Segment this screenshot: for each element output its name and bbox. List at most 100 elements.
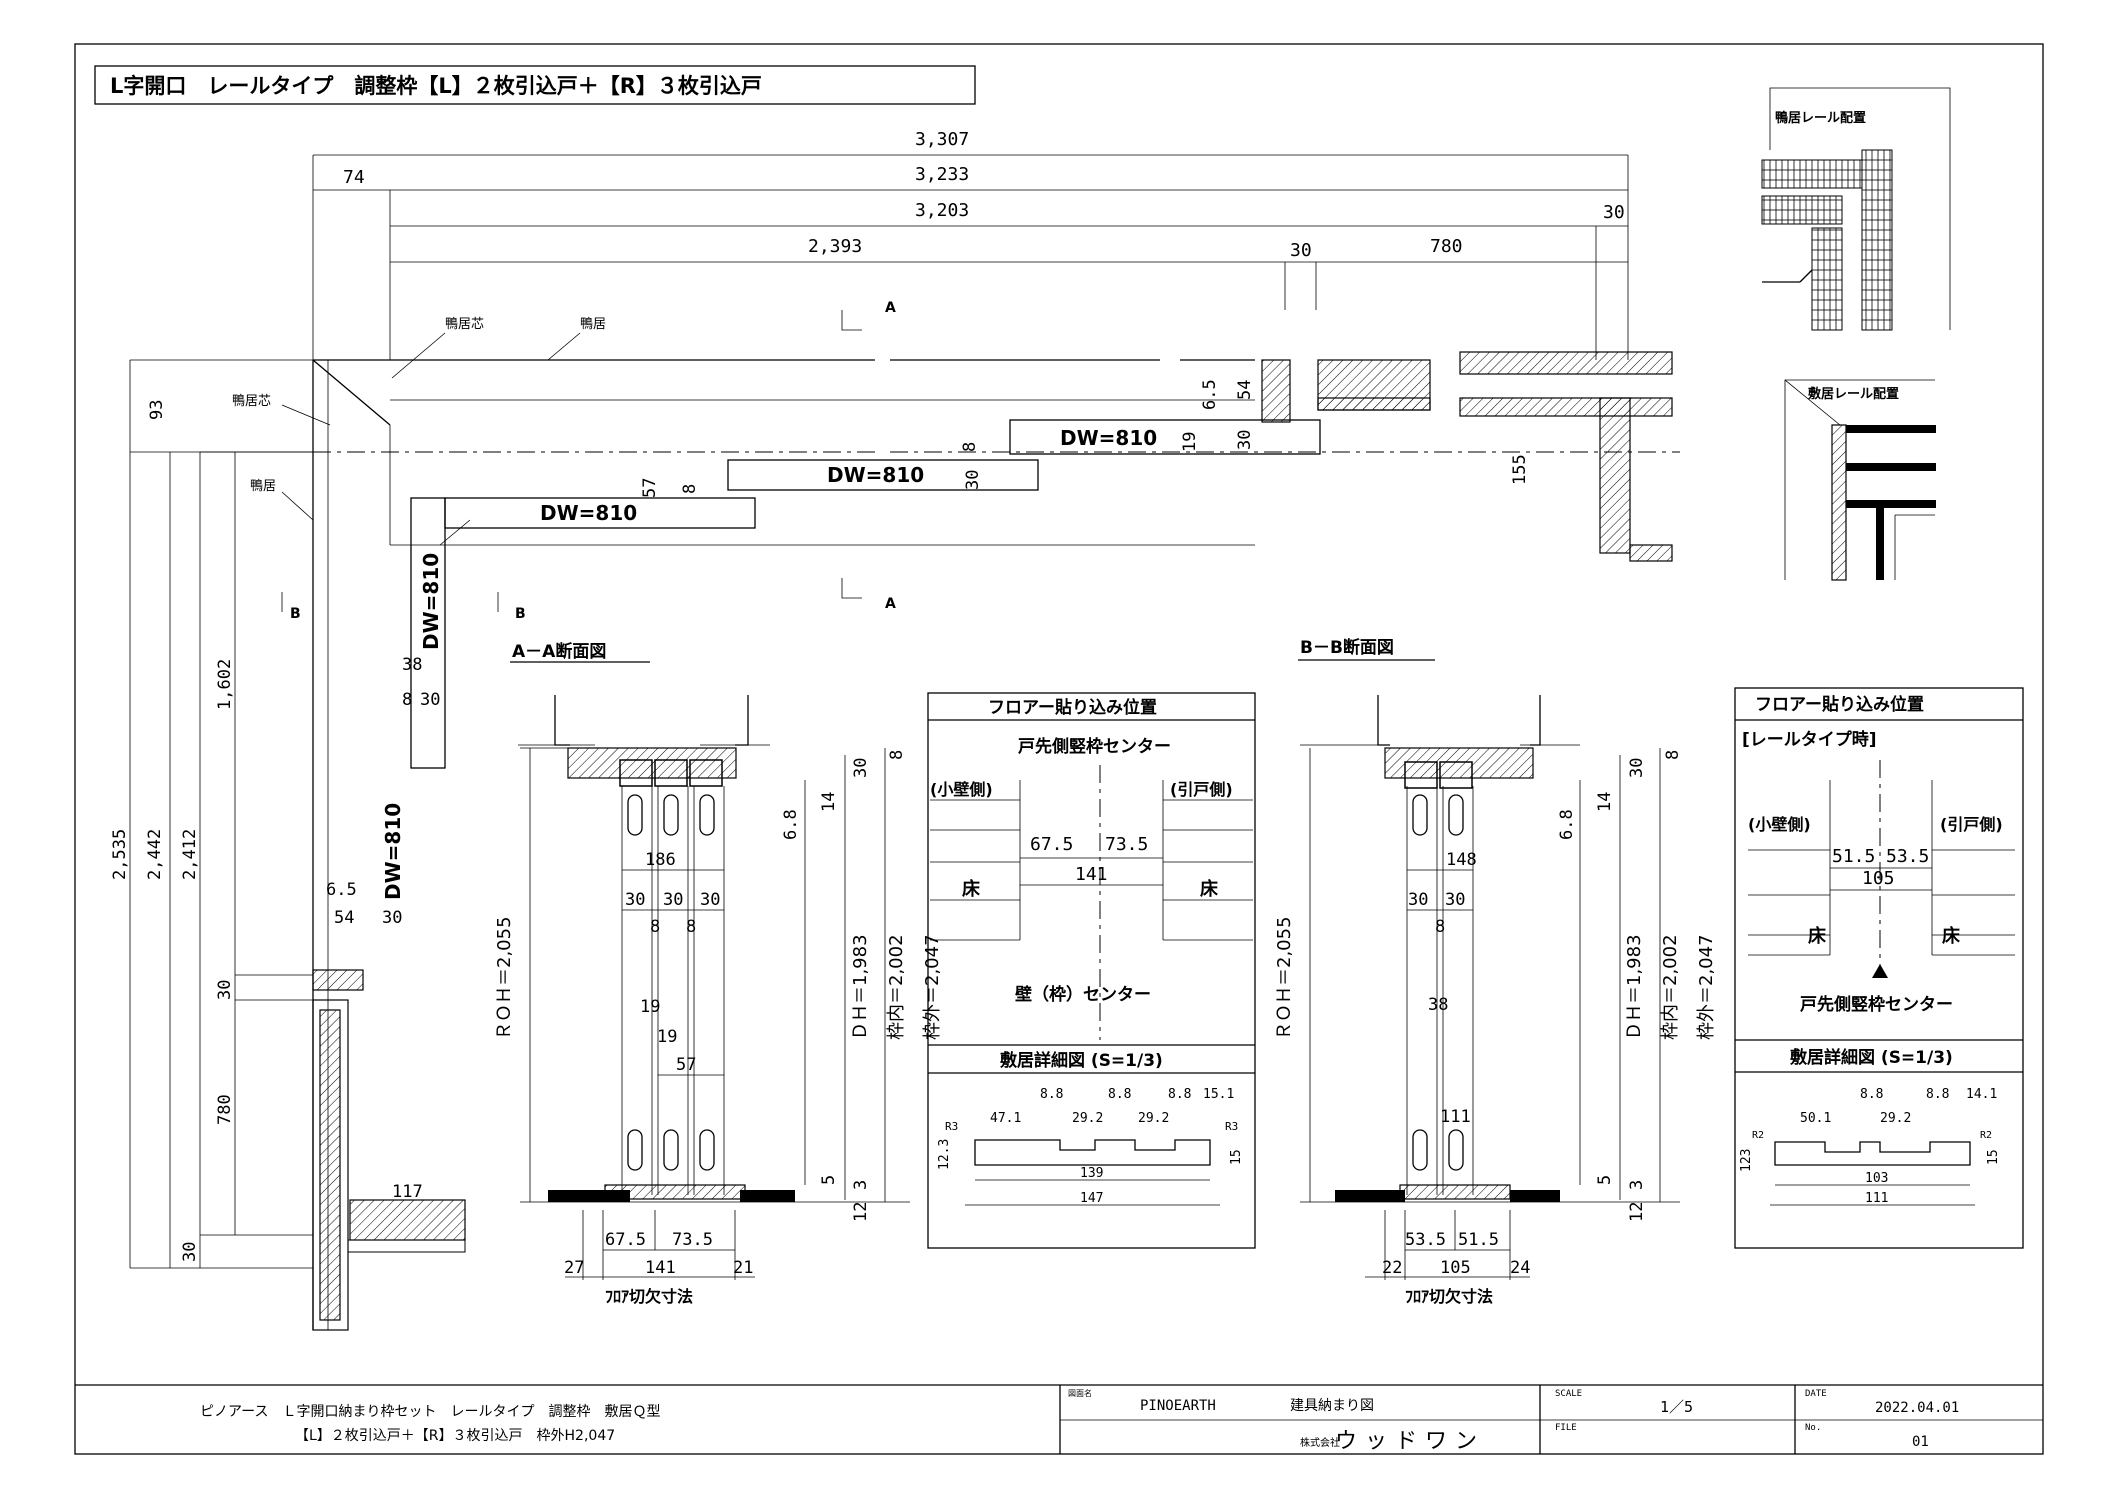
bb-dim-30-1: 30 — [1408, 890, 1428, 910]
bb-dim-3: 3 — [1627, 1180, 1647, 1190]
fa-floor-r: 床 — [1200, 878, 1219, 900]
fb-dd-r2b: R2 — [1980, 1130, 1992, 1141]
aa-dim-8-2: 8 — [686, 917, 696, 937]
aa-floor-67-5: 67.5 — [605, 1230, 646, 1250]
dim-30-f: 30 — [382, 908, 402, 928]
fb-total: 105 — [1862, 868, 1895, 889]
aa-dim-19-2: 19 — [657, 1027, 677, 1047]
bb-dim-30-v: 30 — [1627, 758, 1647, 778]
section-aa-title: A－A断面図 — [512, 641, 606, 662]
title-block: ピノアース Ｌ字開口納まり枠セット レールタイプ 調整枠 敷居Ｑ型 【L】２枚引… — [75, 1384, 2043, 1454]
dim-54-b: 54 — [334, 908, 354, 928]
fa-dd-3: 8.8 — [1168, 1087, 1191, 1102]
aa-waku-out: 枠外＝2,047 — [922, 934, 943, 1040]
dw-label-1: DW=810 — [1060, 426, 1157, 450]
section-b-right: B — [515, 606, 526, 622]
dim-30-a: 30 — [1290, 240, 1312, 261]
fa-d2: 73.5 — [1105, 834, 1148, 855]
aa-floor-73-5: 73.5 — [672, 1230, 713, 1250]
label-kamoi-shin-left: 鴨居芯 — [232, 394, 271, 409]
fb-right: (引戸側) — [1940, 815, 2003, 834]
fa-dd-r3a: R3 — [945, 1120, 958, 1133]
aa-dim-30-3: 30 — [700, 890, 720, 910]
fb-title: フロアー貼り込み位置 — [1755, 694, 1924, 715]
dim-30-h: 30 — [180, 1242, 200, 1262]
fb-dd-r2a: R2 — [1752, 1130, 1764, 1141]
fb-d1: 51.5 — [1832, 846, 1875, 867]
label-kamoi-top: 鴨居 — [580, 317, 606, 332]
tb-company: ウッドワン — [1335, 1429, 1485, 1454]
tb-line1: ピノアース Ｌ字開口納まり枠セット レールタイプ 調整枠 敷居Ｑ型 — [200, 1404, 660, 1420]
aa-roh: ＲＯＨ＝2,055 — [494, 916, 515, 1040]
tb-line2: 【L】２枚引込戸＋【R】３枚引込戸 枠外H2,047 — [295, 1428, 615, 1444]
aa-dim-19-1: 19 — [640, 997, 660, 1017]
tb-no: 01 — [1912, 1434, 1929, 1450]
aa-dim-6-8: 6.8 — [781, 809, 801, 840]
bb-dim-38: 38 — [1428, 995, 1448, 1015]
bb-waku-out: 枠外＝2,047 — [1696, 934, 1717, 1040]
tb-file-label: FILE — [1555, 1423, 1577, 1433]
dim-30-g: 30 — [215, 980, 235, 1000]
inset-kamoi-rail: 鴨居レール配置 — [1761, 87, 1951, 331]
dim-74: 74 — [343, 167, 365, 188]
aa-dim-186: 186 — [645, 850, 676, 870]
dim-2412: 2,412 — [180, 829, 200, 880]
aa-floor-27: 27 — [564, 1258, 584, 1278]
dim-117: 117 — [392, 1182, 423, 1202]
tb-date: 2022.04.01 — [1875, 1400, 1959, 1416]
fa-title: フロアー貼り込み位置 — [988, 697, 1157, 718]
floor-box-a: フロアー貼り込み位置 戸先側竪枠センター (小壁側) (引戸側) 67.5 73… — [927, 692, 1256, 1249]
fb-dd-1: 8.8 — [1860, 1087, 1883, 1102]
dim-3307: 3,307 — [915, 129, 969, 150]
fb-dd-123: 123 — [1739, 1149, 1754, 1172]
tb-date-label: DATE — [1805, 1389, 1827, 1399]
fb-dd-4: 50.1 — [1800, 1111, 1831, 1126]
fa-center: 戸先側竪枠センター — [1018, 736, 1171, 757]
dim-30-d: 30 — [963, 470, 983, 490]
aa-dim-14: 14 — [819, 792, 839, 812]
fb-floor-l: 床 — [1808, 925, 1827, 947]
fb-center: 戸先側竪枠センター — [1800, 994, 1953, 1015]
aa-dim-8-v: 8 — [887, 750, 907, 760]
bb-dim-148: 148 — [1446, 850, 1477, 870]
label-kamoi-shin-top: 鴨居芯 — [445, 317, 484, 332]
fb-dd-15: 15 — [1986, 1149, 2001, 1165]
dim-54: 54 — [1235, 380, 1255, 400]
bb-floor-22: 22 — [1382, 1258, 1402, 1278]
tb-no-label: No. — [1805, 1423, 1821, 1433]
bb-floor-51-5: 51.5 — [1458, 1230, 1499, 1250]
aa-dim-3: 3 — [851, 1180, 871, 1190]
bb-dim-8: 8 — [1435, 917, 1445, 937]
inset-shikii-rail: 敷居レール配置 — [1784, 379, 1936, 581]
dim-30-c: 30 — [1235, 430, 1255, 450]
tb-company-label: 株式会社 — [1300, 1436, 1340, 1449]
dim-780: 780 — [1430, 236, 1463, 257]
aa-dim-30-1: 30 — [625, 890, 645, 910]
aa-floor-21: 21 — [733, 1258, 753, 1278]
fa-dd-12-3: 12.3 — [937, 1139, 952, 1170]
tb-scale-label: SCALE — [1555, 1389, 1582, 1399]
plan-view: 3,307 3,233 3,203 2,393 30 780 74 30 — [110, 129, 1680, 1331]
fa-detail: 敷居詳細図 (S=1/3) — [1000, 1050, 1163, 1071]
dim-6-5-b: 6.5 — [326, 880, 357, 900]
dim-2535: 2,535 — [110, 829, 130, 880]
inset-shikii-title: 敷居レール配置 — [1808, 386, 1899, 402]
section-a-top: A — [885, 300, 896, 316]
dw-label-2: DW=810 — [827, 463, 924, 487]
dim-3233: 3,233 — [915, 164, 969, 185]
dim-780-b: 780 — [215, 1094, 235, 1125]
bb-dim-5: 5 — [1595, 1175, 1615, 1185]
dim-1602: 1,602 — [215, 659, 235, 710]
aa-dim-5: 5 — [819, 1175, 839, 1185]
fb-dd-5: 29.2 — [1880, 1111, 1911, 1126]
fa-dd-139: 139 — [1080, 1166, 1103, 1181]
section-bb-title: B－B断面図 — [1300, 637, 1394, 658]
label-kamoi-left: 鴨居 — [250, 479, 276, 494]
fa-dd-2: 8.8 — [1108, 1087, 1131, 1102]
fa-dd-r3b: R3 — [1225, 1120, 1238, 1133]
dim-30-e: 30 — [420, 690, 440, 710]
dw-label-3: DW=810 — [540, 501, 637, 525]
dim-30-b: 30 — [1603, 202, 1625, 223]
floor-box-b: フロアー貼り込み位置 [レールタイプ時] (小壁側) (引戸側) 51.5 53… — [1734, 687, 2024, 1249]
bb-waku-in: 枠内＝2,002 — [1660, 934, 1681, 1040]
